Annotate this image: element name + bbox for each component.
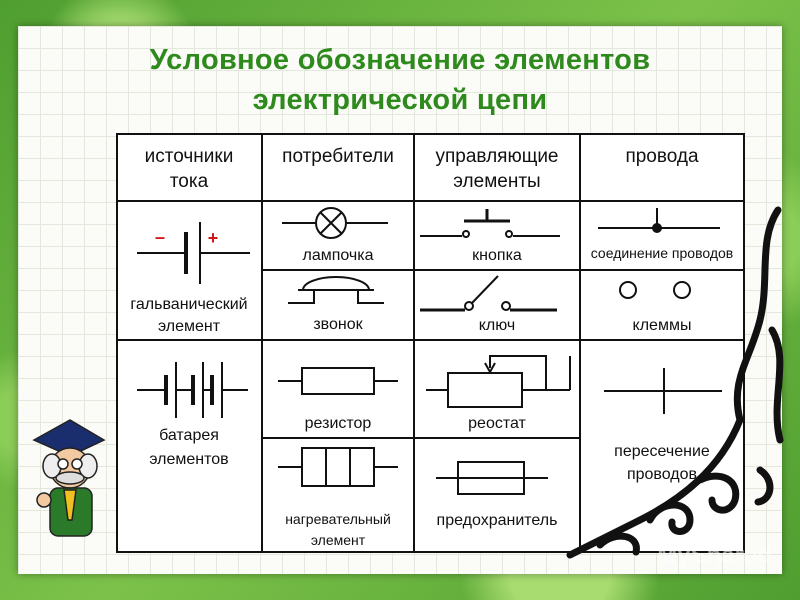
label-rheostat: реостат xyxy=(468,415,526,432)
wire-joint-symbol xyxy=(598,208,720,233)
terminals-symbol xyxy=(619,281,691,299)
label-battery-1: батарея xyxy=(159,427,219,444)
label-galvanic-1: гальванический xyxy=(130,296,247,313)
table-border xyxy=(116,133,745,553)
wire-crossing-symbol xyxy=(604,368,722,414)
heater-symbol xyxy=(278,447,398,487)
bell-symbol xyxy=(288,276,384,304)
label-heater-1: нагревательный xyxy=(285,511,391,527)
header-sources-1: источники xyxy=(145,146,234,167)
label-crossing-2: проводов xyxy=(627,466,697,483)
label-wire-joint: соединение проводов xyxy=(591,245,733,261)
minus-sign: – xyxy=(155,227,165,247)
rheostat-symbol xyxy=(426,355,571,408)
key-switch-symbol xyxy=(420,275,557,312)
label-key: ключ xyxy=(479,317,516,334)
professor-mascot xyxy=(32,419,106,537)
label-resistor: резистор xyxy=(305,415,372,432)
plus-sign: + xyxy=(208,228,219,248)
galvanic-cell-symbol xyxy=(137,222,250,284)
label-bell: звонок xyxy=(313,316,363,333)
label-crossing-1: пересечение xyxy=(614,443,710,460)
title-line-1: Условное обозначение элементов xyxy=(149,44,651,76)
label-heater-2: элемент xyxy=(311,532,366,548)
header-consumers: потребители xyxy=(282,146,394,167)
battery-symbol xyxy=(137,362,248,418)
fuse-symbol xyxy=(436,461,548,495)
button-symbol xyxy=(420,209,560,238)
header-sources-2: тока xyxy=(170,171,209,192)
watermark: MyShared xyxy=(657,542,772,569)
resistor-symbol xyxy=(278,367,398,395)
label-lamp: лампочка xyxy=(302,247,373,264)
header-control-2: элементы xyxy=(453,171,540,192)
title-line-2: электрической цепи xyxy=(252,84,548,116)
label-terminals: клеммы xyxy=(633,317,692,334)
label-button: кнопка xyxy=(472,247,522,264)
lamp-symbol xyxy=(282,207,388,239)
header-control-1: управляющие xyxy=(435,146,558,167)
label-galvanic-2: элемент xyxy=(158,318,221,335)
label-fuse: предохранитель xyxy=(437,512,558,529)
label-battery-2: элементов xyxy=(149,451,228,468)
header-wires: провода xyxy=(625,146,699,167)
corner-ornament xyxy=(566,206,784,559)
